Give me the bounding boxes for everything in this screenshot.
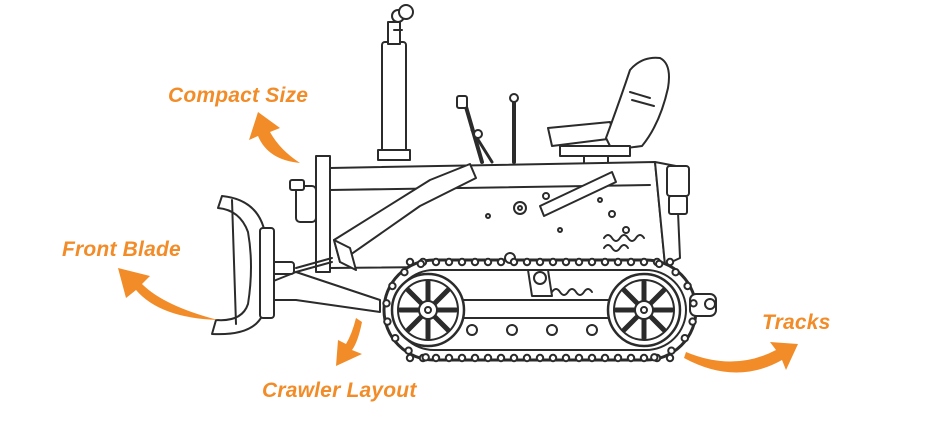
track-rollers [466,324,598,336]
crawler-layout-label: Crawler Layout [262,379,417,402]
front-blade-label: Front Blade [62,238,181,261]
curved-arrow-icon [684,342,798,373]
front-sprocket-wheel [390,272,466,348]
exhaust-stack [377,4,414,161]
tracks-label: Tracks [762,311,831,334]
front-blade-shape [211,195,275,336]
curved-arrow-icon [118,268,218,320]
curved-arrow-icon [249,112,300,163]
curved-arrow-icon [336,318,362,366]
track-links [382,257,698,363]
rear-sprocket-wheel [606,272,682,348]
control-levers [456,93,519,164]
crawler-dozer-machine [211,4,717,363]
main-body [289,155,690,273]
callout-arrows [118,112,798,373]
operator-seat [547,56,670,165]
compact-size-label: Compact Size [168,84,309,107]
